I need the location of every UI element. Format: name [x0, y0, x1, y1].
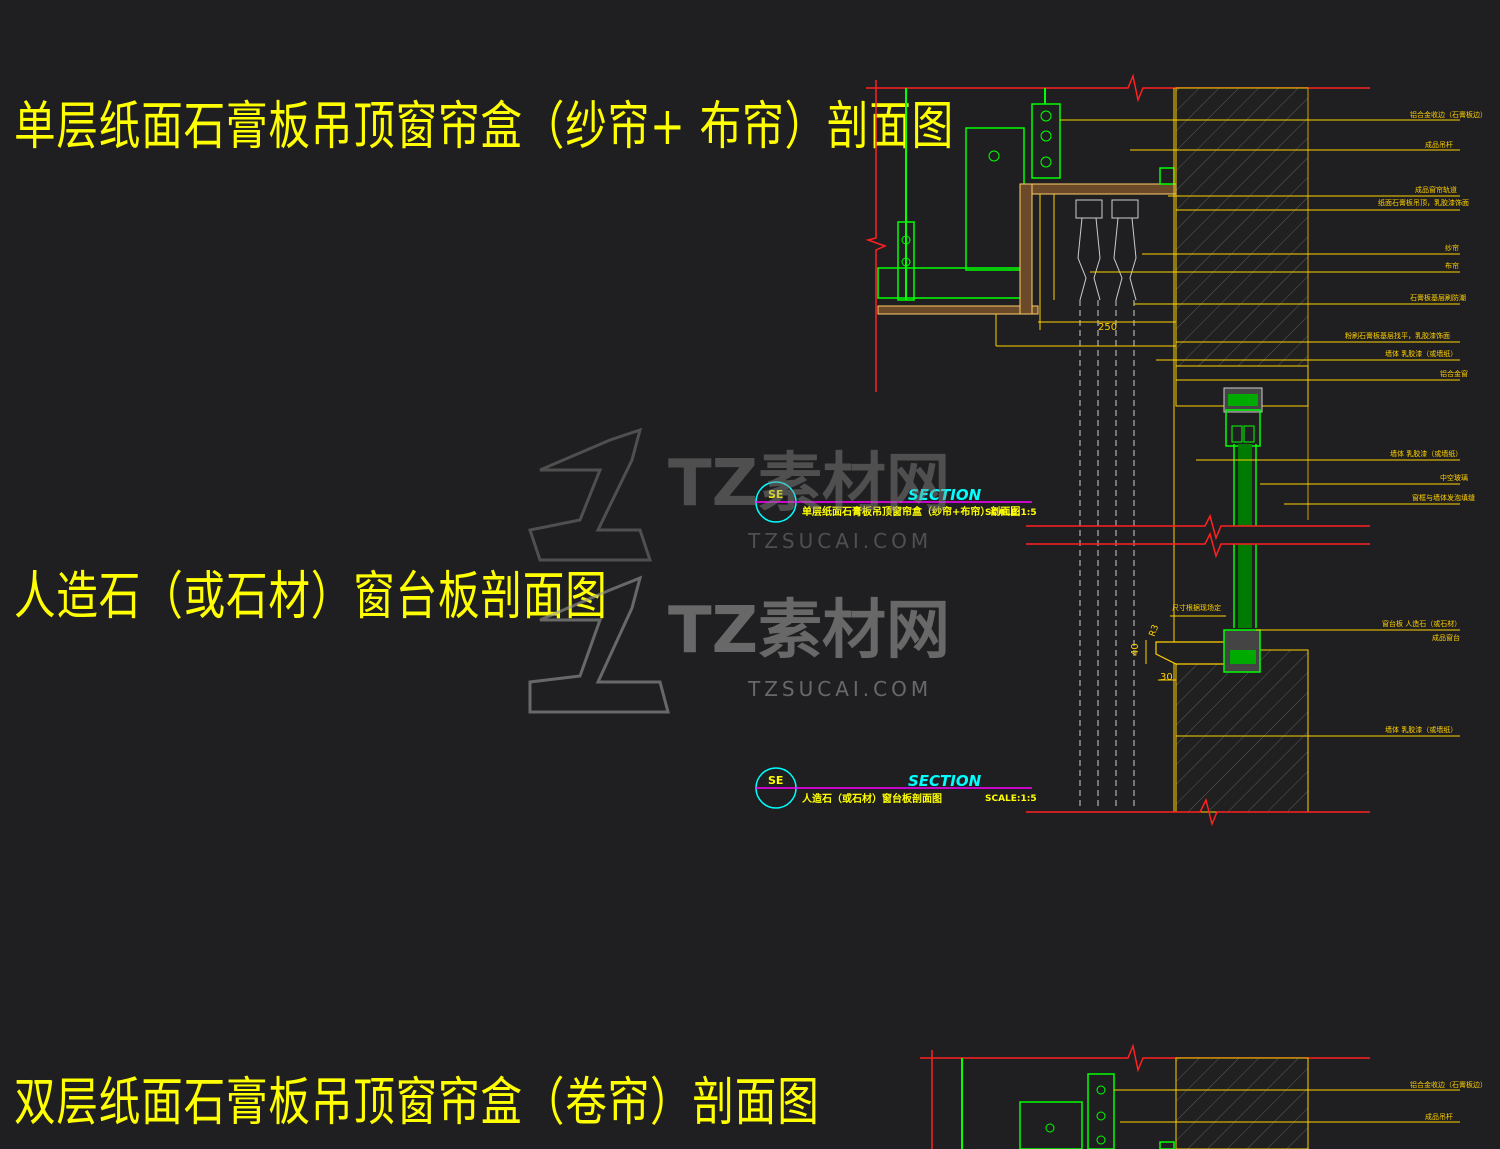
gypsum-board	[877, 305, 1039, 315]
section-name: 单层纸面石膏板吊顶窗帘盒（纱帘+布帘）剖面图	[802, 505, 1020, 518]
mid-break-lower	[1026, 531, 1370, 559]
section-scale: SCALE:1:5	[985, 794, 1037, 804]
watermark-domain: TZSUCAI.COM	[747, 529, 932, 553]
svg-text:成品吊杆: 成品吊杆	[1425, 1112, 1453, 1121]
svg-text:成品窗帘轨道: 成品窗帘轨道	[1415, 185, 1457, 194]
svg-text:铝合金收边（石膏板边）: 铝合金收边（石膏板边）	[1410, 1080, 1487, 1089]
section-1-detail: 250 铝合金收	[865, 73, 1487, 812]
svg-text:墙体 乳胶漆（或墙纸）: 墙体 乳胶漆（或墙纸）	[1390, 449, 1462, 458]
mid-break-upper	[1026, 513, 1370, 541]
svg-text:布帘: 布帘	[1445, 261, 1459, 270]
window-frame: 墙体 乳胶漆（或墙纸） 中空玻璃 窗框与墙体发泡填缝	[1026, 409, 1475, 628]
svg-text:尺寸根据现场定: 尺寸根据现场定	[1172, 603, 1221, 612]
section-name: 人造石（或石材）窗台板剖面图	[802, 792, 942, 805]
svg-text:窗台板 人造石（或石材）: 窗台板 人造石（或石材）	[1382, 619, 1461, 628]
dimension-250: 250	[1098, 322, 1117, 333]
watermark-2: TZ素材网 TZSUCAI.COM	[528, 575, 950, 714]
watermark-domain: TZSUCAI.COM	[747, 677, 932, 701]
section-heading: SECTION	[908, 772, 982, 790]
ceiling-edge-break	[865, 80, 888, 392]
drawing-title-2: 人造石（或石材）窗台板剖面图	[14, 567, 608, 627]
section-1-label: SE SECTION 单层纸面石膏板吊顶窗帘盒（纱帘+布帘）剖面图 SCALE:…	[755, 481, 1037, 523]
angle-bracket	[1031, 103, 1061, 179]
steel-keel	[965, 127, 1025, 271]
watermark-brand: TZ素材网	[668, 594, 950, 668]
sill-wall	[1175, 649, 1309, 813]
dimension-30: 30	[1160, 672, 1173, 683]
svg-text:铝合金窗: 铝合金窗	[1440, 369, 1468, 378]
section-2-label: SE SECTION 人造石（或石材）窗台板剖面图 SCALE:1:5	[755, 767, 1037, 809]
section-heading: SECTION	[908, 486, 982, 504]
svg-text:粉刷石膏板基层找平，乳胶漆饰面: 粉刷石膏板基层找平，乳胶漆饰面	[1345, 331, 1450, 340]
section-2-detail: 40 30 R3 尺寸根据现场定 窗台板 人造石（或石材） 成品窗台 墙体 乳胶…	[1026, 603, 1461, 827]
drawing-title-1: 单层纸面石膏板吊顶窗帘盒（纱帘+ 布帘）剖面图	[14, 97, 955, 157]
section-symbol-text: SE	[768, 774, 783, 787]
dimension-40: 40	[1130, 643, 1141, 656]
section-scale: SCALE:1:5	[985, 508, 1037, 518]
svg-text:纱帘: 纱帘	[1445, 243, 1459, 252]
sill-bottom-break	[1026, 797, 1370, 827]
concrete-wall	[1175, 87, 1309, 367]
svg-text:石膏板基层刷防潮: 石膏板基层刷防潮	[1410, 293, 1466, 302]
watermark-1: TZ素材网 TZSUCAI.COM	[528, 427, 950, 562]
svg-text:纸面石膏板吊顶，乳胶漆饰面: 纸面石膏板吊顶，乳胶漆饰面	[1378, 198, 1469, 207]
section-symbol-text: SE	[768, 488, 783, 501]
svg-text:窗框与墙体发泡填缝: 窗框与墙体发泡填缝	[1412, 493, 1475, 502]
svg-text:成品吊杆: 成品吊杆	[1425, 140, 1453, 149]
svg-text:墙体 乳胶漆（或墙纸）: 墙体 乳胶漆（或墙纸）	[1385, 725, 1457, 734]
svg-text:铝合金收边（石膏板边）: 铝合金收边（石膏板边）	[1410, 110, 1487, 119]
svg-text:成品窗台: 成品窗台	[1432, 633, 1460, 642]
watermark-brand: TZ素材网	[668, 447, 950, 521]
svg-text:墙体 乳胶漆（或墙纸）: 墙体 乳胶漆（或墙纸）	[1385, 349, 1457, 358]
drawing-title-3: 双层纸面石膏板吊顶窗帘盒（卷帘）剖面图	[14, 1073, 820, 1133]
svg-text:中空玻璃: 中空玻璃	[1440, 473, 1468, 482]
dimension-radius: R3	[1148, 623, 1161, 638]
section-3-detail: 铝合金收边（石膏板边） 成品吊杆	[920, 1043, 1487, 1149]
stone-sill	[1155, 641, 1227, 665]
